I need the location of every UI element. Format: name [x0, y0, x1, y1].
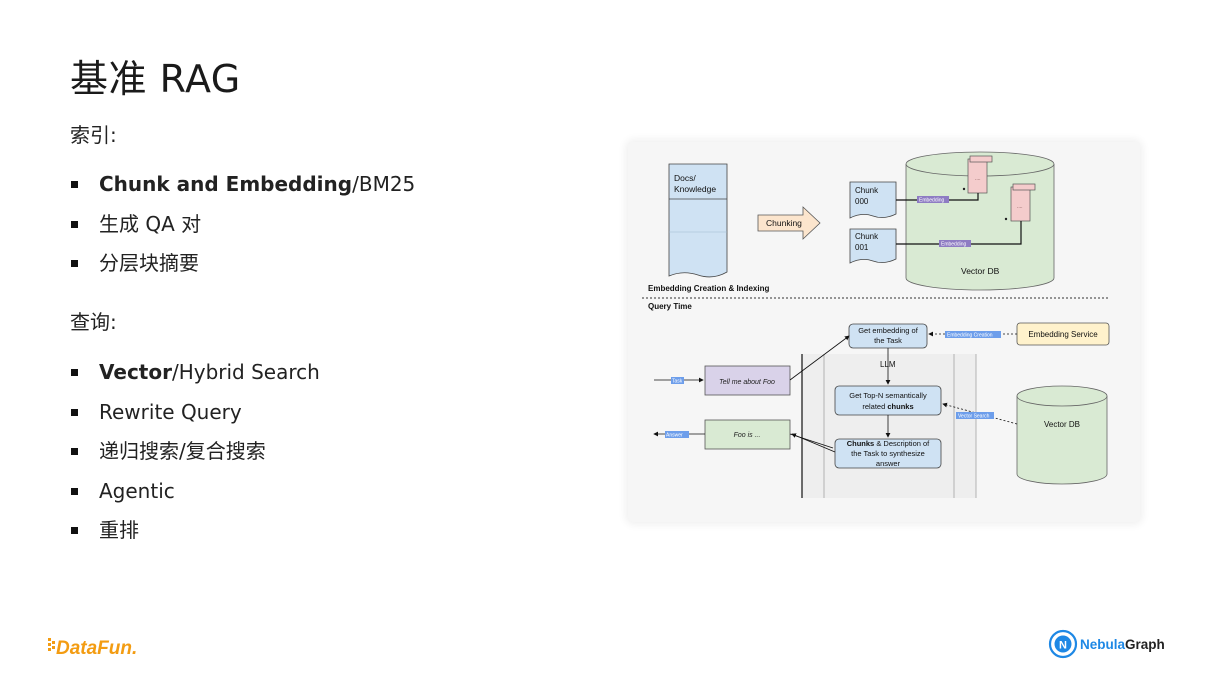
datafun-logo-svg: DataFun. — [48, 638, 137, 659]
item-text: Agentic — [99, 478, 175, 503]
synth-line1: Chunks & Description of — [847, 439, 930, 448]
bold-term: Chunk and Embedding — [99, 172, 353, 196]
chunk-001-line1: Chunk — [855, 232, 879, 241]
db-record-2: .... — [1010, 183, 1036, 222]
tag-text: Embedding — [941, 242, 967, 248]
tag-text: Vector Search — [958, 414, 990, 420]
item-text: 分层块摘要 — [99, 251, 199, 276]
get-embedding-line2: the Task — [874, 336, 902, 345]
item-text: 递归搜索/复合搜索 — [99, 439, 266, 464]
slide-title: 基准 RAG — [70, 57, 241, 101]
item-text: 重排 — [99, 518, 139, 543]
task-text: Tell me about Foo — [719, 379, 775, 386]
chunk-000-line2: 000 — [855, 197, 869, 206]
item-text: /Hybrid Search — [171, 360, 320, 384]
section-query-label: Query Time — [648, 302, 692, 311]
list-item: 重排 — [70, 516, 320, 556]
synthesize-node: Chunks & Description of the Task to synt… — [834, 438, 942, 469]
embedding-creation-tag: Embedding Creation — [945, 331, 1001, 339]
chunk-001-line2: 001 — [855, 243, 869, 252]
record-ellipsis: .... — [975, 176, 981, 182]
tag-text: Embedding Creation — [947, 333, 993, 339]
bold-term: Vector — [99, 360, 172, 384]
datafun-wordmark: DataFun. — [56, 638, 137, 659]
nebulagraph-logo-svg: N NebulaGraph — [1048, 629, 1165, 659]
top-n-node: Get Top-N semantically related chunks — [834, 385, 942, 416]
item-text: Rewrite Query — [99, 399, 242, 424]
tag-text: Embedding — [919, 198, 945, 204]
embedding-tag-1: Embedding — [917, 196, 949, 204]
item-text: /BM25 — [352, 172, 416, 196]
get-embedding-line1: Get embedding of — [858, 326, 919, 335]
docs-label-line2: Knowledge — [674, 184, 716, 194]
datafun-logo: DataFun. — [48, 633, 153, 665]
embedding-service-label: Embedding Service — [1028, 330, 1098, 339]
section-indexing-label: Embedding Creation & Indexing — [648, 284, 769, 293]
vector-search-tag: Vector Search — [956, 412, 994, 420]
list-item: Agentic — [70, 477, 320, 517]
list-item: 分层块摘要 — [70, 249, 415, 289]
answer-node: Foo is ... — [704, 419, 791, 450]
task-tag: Task — [671, 377, 684, 385]
list-item: Chunk and Embedding/BM25 — [70, 170, 415, 210]
nebula-icon-letter: N — [1059, 640, 1067, 652]
list-item: 递归搜索/复合搜索 — [70, 437, 320, 477]
item-text: 生成 QA 对 — [99, 211, 202, 236]
chunk-000-node: Chunk 000 — [849, 181, 897, 219]
db-record-1: .... — [967, 155, 993, 194]
indexing-list: Chunk and Embedding/BM25 生成 QA 对 分层块摘要 — [70, 170, 415, 289]
synth-line2: the Task to synthesize — [851, 449, 925, 458]
answer-text: Foo is ... — [734, 432, 761, 439]
list-item: 生成 QA 对 — [70, 210, 415, 250]
rag-diagram-svg: Docs/ Knowledge Chunking Vector DB .... … — [642, 151, 1110, 498]
vector-db-bottom-label: Vector DB — [1044, 420, 1080, 429]
query-list: Vector/Hybrid Search Rewrite Query 递归搜索/… — [70, 358, 320, 556]
docs-knowledge-node: Docs/ Knowledge — [668, 163, 728, 278]
chunk-000-line1: Chunk — [855, 186, 879, 195]
top-n-line2: related chunks — [862, 402, 913, 411]
list-item: Vector/Hybrid Search — [70, 358, 320, 398]
docs-label-line1: Docs/ — [674, 173, 696, 183]
rag-diagram: Docs/ Knowledge Chunking Vector DB .... … — [628, 142, 1140, 522]
nebulagraph-logo: N NebulaGraph — [1048, 628, 1180, 664]
chunk-001-node: Chunk 001 — [849, 228, 897, 264]
vector-db-top-label: Vector DB — [961, 266, 1000, 276]
nebula-wordmark: NebulaGraph — [1080, 637, 1165, 652]
chunking-label: Chunking — [766, 218, 802, 228]
tag-text: Task — [672, 379, 683, 385]
list-item: Rewrite Query — [70, 398, 320, 438]
answer-tag: Answer — [665, 431, 689, 439]
top-n-line1: Get Top-N semantically — [849, 391, 927, 400]
embedding-service-node: Embedding Service — [1016, 322, 1110, 346]
task-node: Tell me about Foo — [704, 365, 791, 396]
chunking-arrow: Chunking — [757, 206, 821, 240]
vector-db-bottom: Vector DB — [1016, 385, 1108, 485]
tag-text: Answer — [666, 433, 683, 439]
embedding-tag-2: Embedding — [939, 240, 971, 248]
indexing-label: 索引: — [70, 123, 117, 147]
query-label: 查询: — [70, 310, 117, 334]
llm-container: LLM — [801, 354, 977, 498]
record-ellipsis: .... — [1017, 204, 1023, 210]
get-embedding-node: Get embedding of the Task — [848, 323, 928, 349]
synth-line3: answer — [876, 459, 901, 468]
